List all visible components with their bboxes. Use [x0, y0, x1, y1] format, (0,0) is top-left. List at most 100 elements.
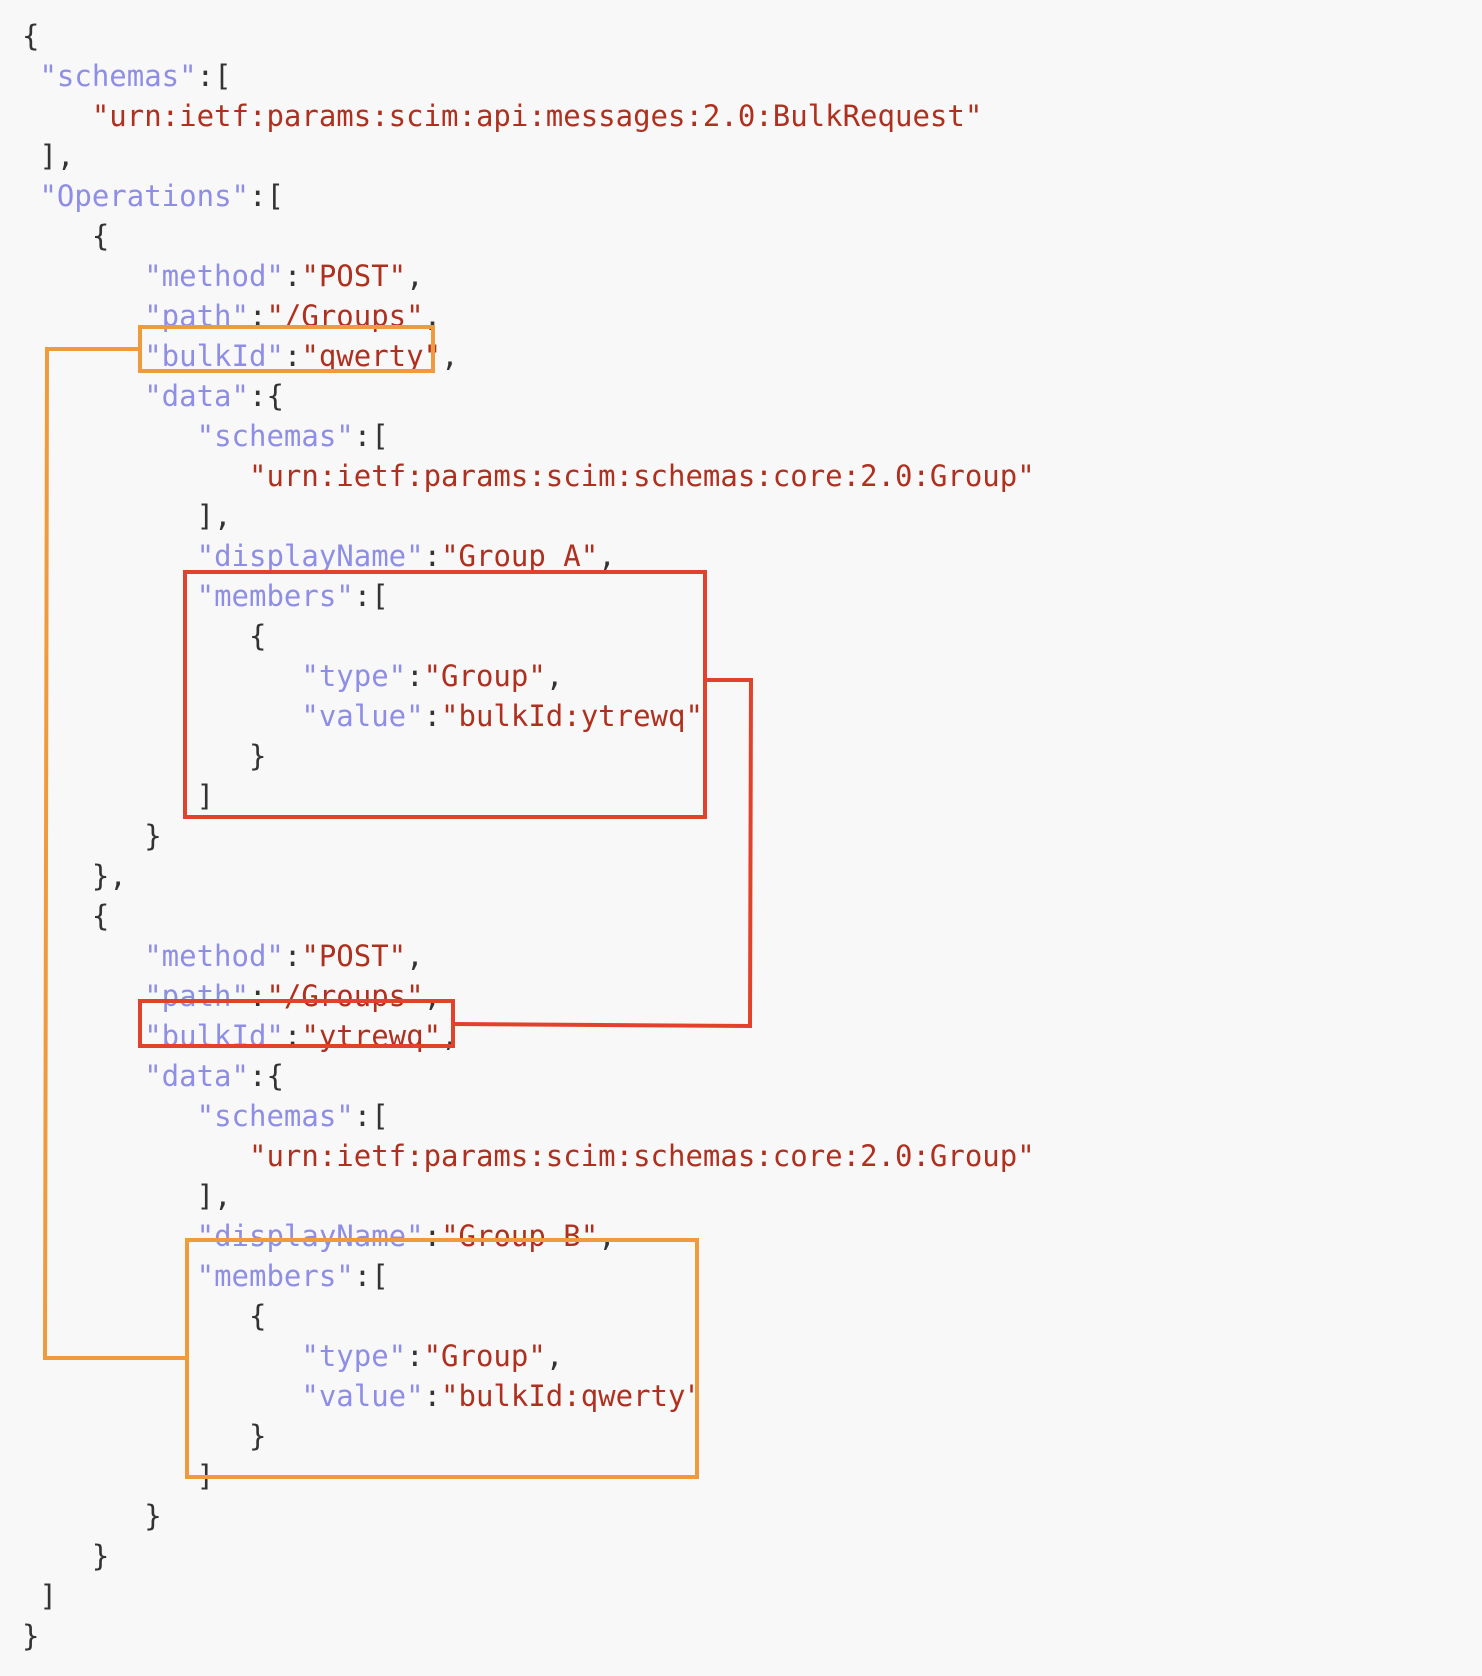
json-punct [22, 939, 144, 973]
json-string: "Group" [423, 1339, 546, 1373]
json-key: "displayName" [196, 539, 424, 573]
code-line: "members":[ [22, 576, 389, 616]
code-line: }, [22, 856, 127, 896]
json-string: "bulkId:ytrewq" [441, 699, 703, 733]
json-string: "Group" [423, 659, 546, 693]
json-punct: :[ [353, 1259, 389, 1293]
json-key: "data" [144, 1059, 249, 1093]
code-line: "value":"bulkId:qwerty" [22, 1376, 703, 1416]
json-punct [22, 979, 144, 1013]
code-line: } [22, 1416, 266, 1456]
json-string: "Group B" [441, 1219, 599, 1253]
json-punct: :{ [248, 379, 284, 413]
json-punct: ], [22, 1179, 232, 1213]
json-string: "/Groups" [266, 979, 424, 1013]
json-punct: , [598, 539, 616, 573]
code-line: ], [22, 496, 232, 536]
json-key: "schemas" [39, 59, 197, 93]
code-line: } [22, 816, 162, 856]
code-line: "bulkId":"qwerty", [22, 336, 459, 376]
code-line: "value":"bulkId:ytrewq" [22, 696, 703, 736]
code-line: ], [22, 136, 74, 176]
json-punct: } [22, 1419, 267, 1453]
code-line: "Operations":[ [22, 176, 283, 216]
code-line: "displayName":"Group B", [22, 1216, 616, 1256]
code-line: "type":"Group", [22, 1336, 563, 1376]
code-line: } [22, 1496, 161, 1536]
json-punct [22, 259, 144, 293]
json-key: "members" [196, 1259, 354, 1293]
json-punct: : [406, 1339, 424, 1373]
json-string: "/Groups" [266, 299, 424, 333]
json-punct: ], [22, 499, 232, 533]
json-string: "POST" [301, 259, 407, 293]
json-punct [22, 579, 197, 613]
json-punct: , [441, 339, 459, 373]
json-key: "path" [144, 979, 249, 1013]
json-key: "method" [144, 939, 284, 973]
json-punct: :[ [353, 579, 389, 613]
json-string: "urn:ietf:params:scim:schemas:core:2.0:G… [248, 459, 1035, 493]
code-line: { [22, 616, 266, 656]
json-string: "urn:ietf:params:scim:schemas:core:2.0:G… [248, 1139, 1035, 1173]
json-punct: :[ [353, 1099, 389, 1133]
json-punct: : [423, 1219, 442, 1253]
json-punct: , [441, 1019, 459, 1053]
json-punct: : [283, 259, 302, 293]
json-string: "urn:ietf:params:scim:api:messages:2.0:B… [91, 99, 983, 133]
code-line: "type":"Group", [22, 656, 563, 696]
json-string: "POST" [301, 939, 407, 973]
json-punct: }, [22, 859, 127, 893]
json-punct: : [248, 979, 267, 1013]
json-punct: ] [22, 779, 215, 813]
json-punct: : [283, 939, 302, 973]
json-punct [22, 659, 301, 693]
json-key: "value" [301, 699, 424, 733]
json-punct: : [283, 1019, 302, 1053]
json-punct: } [22, 819, 162, 853]
json-key: "displayName" [196, 1219, 424, 1253]
json-key: "method" [144, 259, 284, 293]
code-line: "urn:ietf:params:scim:schemas:core:2.0:G… [22, 456, 1035, 496]
code-line: ] [22, 776, 214, 816]
code-line: ] [22, 1576, 56, 1616]
json-punct: , [406, 939, 424, 973]
json-key: "data" [144, 379, 249, 413]
json-punct: { [22, 619, 267, 653]
json-punct: :{ [248, 1059, 284, 1093]
code-line: "path":"/Groups", [22, 976, 441, 1016]
json-key: "type" [301, 1339, 407, 1373]
json-punct [22, 59, 39, 93]
json-punct: { [22, 219, 110, 253]
json-punct: : [283, 339, 302, 373]
json-key: "type" [301, 659, 407, 693]
code-line: { [22, 896, 109, 936]
code-line: } [22, 1616, 39, 1656]
json-punct [22, 179, 39, 213]
json-punct: , [545, 659, 564, 693]
json-punct [22, 1099, 197, 1133]
code-line: "method":"POST", [22, 256, 423, 296]
json-string: "ytrewq" [301, 1019, 442, 1053]
json-punct: :[ [196, 59, 232, 93]
json-punct: { [22, 1299, 267, 1333]
code-line: "urn:ietf:params:scim:api:messages:2.0:B… [22, 96, 982, 136]
json-punct: } [22, 1539, 110, 1573]
json-punct [22, 1379, 301, 1413]
json-punct: : [248, 299, 267, 333]
json-string: "qwerty" [301, 339, 442, 373]
code-line: "urn:ietf:params:scim:schemas:core:2.0:G… [22, 1136, 1035, 1176]
code-line: "schemas":[ [22, 416, 389, 456]
json-punct: , [423, 979, 442, 1013]
code-line: } [22, 736, 266, 776]
json-punct: } [22, 739, 267, 773]
json-key: "value" [301, 1379, 424, 1413]
json-punct [22, 1059, 144, 1093]
json-punct: , [545, 1339, 564, 1373]
code-line: "schemas":[ [22, 56, 232, 96]
json-key: "members" [196, 579, 354, 613]
code-line: { [22, 216, 109, 256]
code-line: "method":"POST", [22, 936, 424, 976]
json-punct: :[ [353, 419, 389, 453]
code-line: "data":{ [22, 1056, 284, 1096]
